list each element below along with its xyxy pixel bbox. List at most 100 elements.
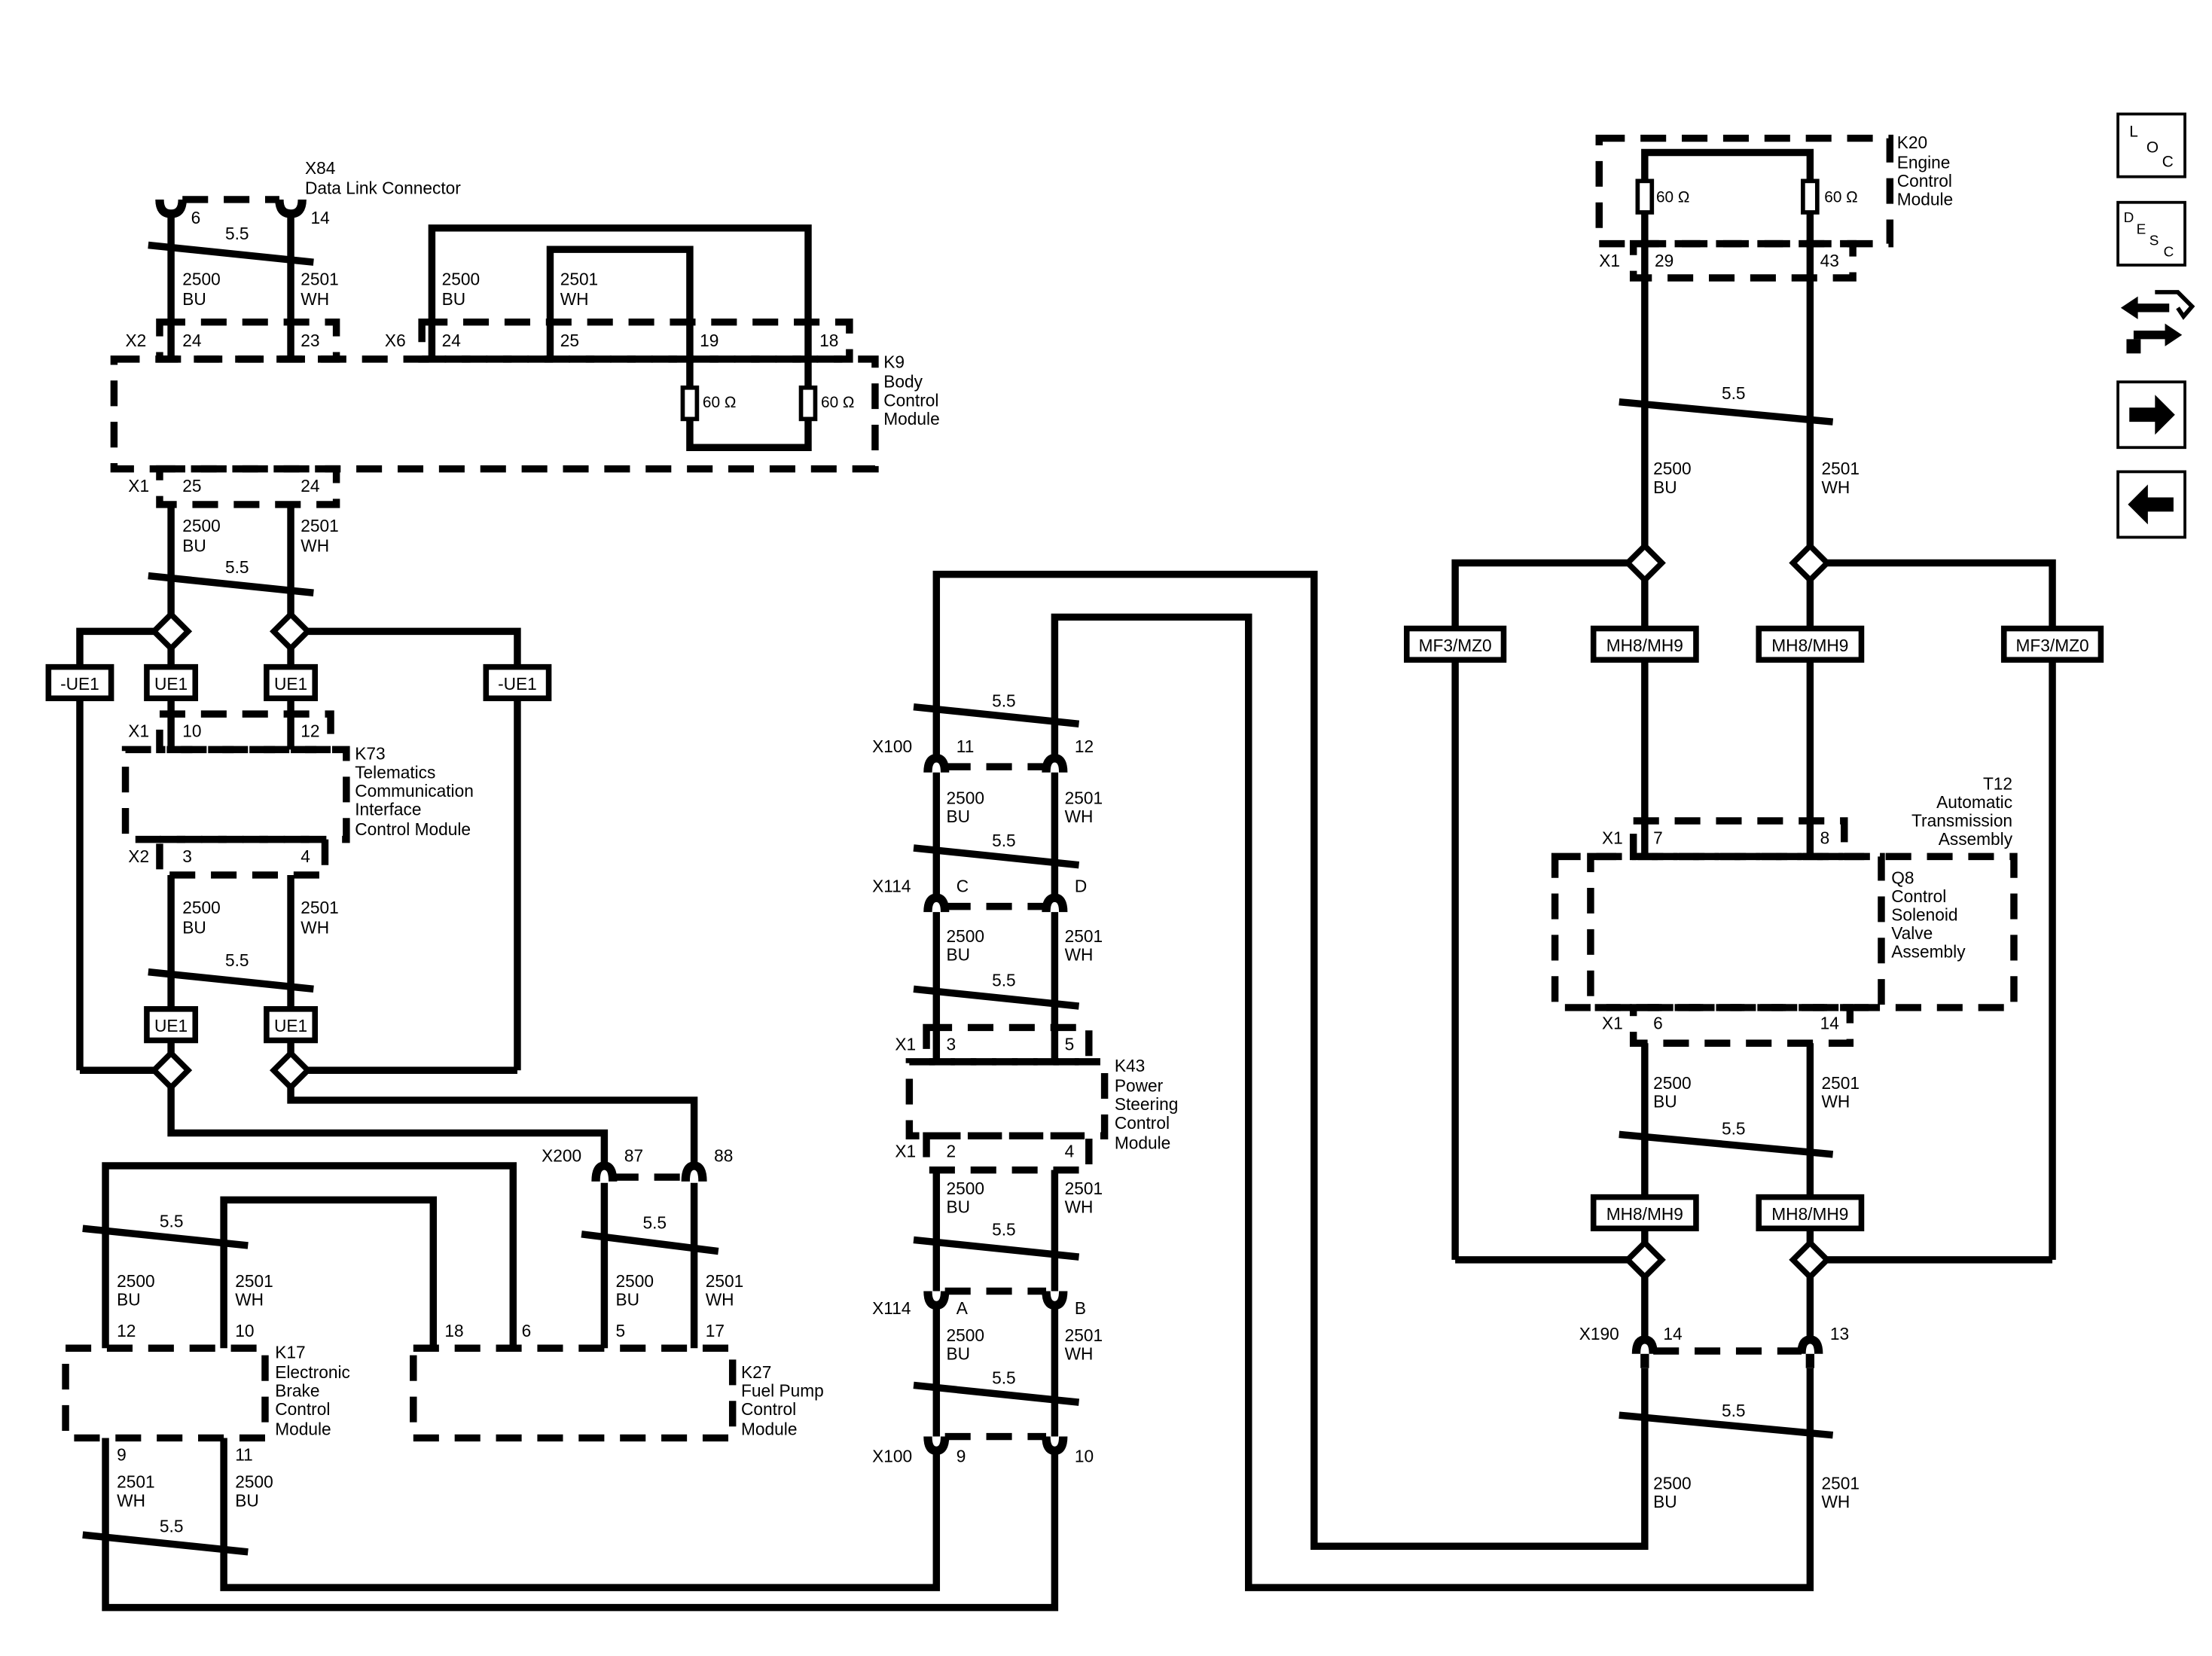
splice-diamond bbox=[1623, 541, 1666, 584]
module-id: K43 bbox=[1115, 1056, 1145, 1075]
twist-label: 5.5 bbox=[992, 1368, 1016, 1388]
connector-id: X2 bbox=[126, 331, 147, 350]
wire-color: BU bbox=[1653, 1091, 1677, 1111]
wire-color: WH bbox=[301, 918, 329, 938]
x6-connector-outline bbox=[418, 318, 853, 363]
pin-label: 11 bbox=[235, 1445, 253, 1465]
twist-label: 5.5 bbox=[225, 557, 249, 577]
wire-color: WH bbox=[1065, 807, 1094, 826]
nav-panel: L O C D E S C bbox=[2116, 112, 2195, 539]
wire-color: WH bbox=[117, 1490, 145, 1510]
wire bbox=[167, 1087, 609, 1166]
k9-body-control-module: X2 24 23 X6 24 25 19 18 60 Ω 60 Ω 2500 B… bbox=[110, 224, 940, 616]
connector-socket bbox=[923, 754, 950, 773]
wire bbox=[686, 419, 812, 451]
wire bbox=[1641, 148, 1814, 181]
module-id: K9 bbox=[883, 352, 905, 371]
circuit-number: 2500 bbox=[616, 1271, 654, 1291]
option-tag: MH8/MH9 bbox=[1771, 636, 1848, 655]
x200-connector: X200 87 88 5.5 2500 BU 2501 WH bbox=[542, 1145, 743, 1349]
resistor bbox=[1635, 178, 1655, 215]
splice-diamond bbox=[1623, 1238, 1666, 1281]
k73-telematics-module: X1 10 12 K73 Telematics Communication In… bbox=[121, 710, 474, 1009]
pin-label: D bbox=[1075, 877, 1087, 896]
circuit-number: 2500 bbox=[1653, 1474, 1691, 1493]
pin-label: 29 bbox=[1655, 251, 1673, 270]
wire-color: BU bbox=[947, 1197, 971, 1216]
module-name-line: Control bbox=[1891, 886, 1946, 906]
t12-transmission-assembly: T12 Automatic Transmission Assembly X1 7… bbox=[1551, 773, 2018, 1197]
wire-color: BU bbox=[235, 1490, 259, 1510]
circuit-number: 2501 bbox=[301, 516, 338, 535]
twist-mark bbox=[913, 844, 1080, 869]
connector-id: X100 bbox=[872, 1447, 912, 1466]
pin-label: 14 bbox=[1820, 1013, 1839, 1032]
twist-label: 5.5 bbox=[992, 1220, 1016, 1240]
module-name-line: Transmission bbox=[1911, 811, 2012, 831]
wire-color: BU bbox=[442, 289, 466, 309]
twist-mark bbox=[148, 968, 314, 993]
resistor bbox=[1801, 178, 1820, 215]
loc-button[interactable]: L O C bbox=[2116, 112, 2186, 178]
pin-label: 18 bbox=[444, 1321, 463, 1340]
resistor-value: 60 Ω bbox=[1824, 189, 1857, 206]
connector-view-button[interactable] bbox=[2117, 284, 2195, 360]
connector-socket bbox=[923, 1436, 950, 1456]
k17-module-outline bbox=[62, 1344, 269, 1442]
twist-label: 5.5 bbox=[992, 691, 1016, 711]
connector-id: X100 bbox=[872, 737, 912, 756]
module-name-line: Power bbox=[1115, 1076, 1164, 1096]
k43-module-outline bbox=[905, 1058, 1109, 1139]
splice-diamond bbox=[150, 610, 193, 653]
twist-label: 5.5 bbox=[160, 1516, 184, 1536]
circuit-number: 2500 bbox=[117, 1271, 154, 1291]
connector-socket bbox=[155, 199, 187, 218]
previous-page-button[interactable] bbox=[2116, 470, 2186, 539]
pin-label: 6 bbox=[191, 208, 201, 227]
pin-label: 17 bbox=[706, 1321, 725, 1340]
next-page-button[interactable] bbox=[2116, 380, 2186, 450]
pin-label: 9 bbox=[956, 1447, 966, 1466]
circuit-number: 2500 bbox=[182, 269, 220, 288]
module-name-line: Assembly bbox=[1891, 942, 1966, 962]
circuit-number: 2500 bbox=[1653, 459, 1691, 478]
wire-color: WH bbox=[1821, 1492, 1850, 1511]
pin-label: B bbox=[1075, 1298, 1086, 1318]
module-id: K27 bbox=[741, 1362, 771, 1382]
connector-socket bbox=[1042, 1436, 1068, 1456]
pin-label: 7 bbox=[1653, 828, 1663, 847]
option-tag: -UE1 bbox=[60, 674, 99, 694]
twist-label: 5.5 bbox=[642, 1212, 667, 1232]
x84-data-link-connector: X84 Data Link Connector 6 14 5.5 2500 BU… bbox=[148, 158, 461, 359]
wire-color: BU bbox=[1653, 477, 1677, 497]
option-tag: MH8/MH9 bbox=[1606, 1204, 1683, 1224]
connector-id: X1 bbox=[128, 721, 149, 740]
pin-label: 14 bbox=[311, 208, 330, 227]
twist-mark bbox=[1619, 1130, 1834, 1158]
wire-color: BU bbox=[947, 807, 971, 826]
connector-id: X1 bbox=[1599, 251, 1620, 270]
desc-button[interactable]: D E S C bbox=[2116, 200, 2186, 267]
module-name-line: Steering bbox=[1115, 1094, 1179, 1114]
twist-label: 5.5 bbox=[1722, 1401, 1746, 1420]
connector-id: X6 bbox=[385, 331, 406, 350]
center-harness: 5.5 X100 11 12 2500 BU 2501 WH 5.5 X114 … bbox=[872, 570, 1814, 1591]
pin-label: 4 bbox=[1065, 1142, 1075, 1161]
circuit-number: 2501 bbox=[1065, 1179, 1103, 1198]
pin-label: A bbox=[956, 1298, 969, 1318]
twist-label: 5.5 bbox=[225, 224, 249, 243]
connector-socket bbox=[1797, 1335, 1823, 1354]
circuit-number: 2500 bbox=[947, 1179, 984, 1198]
desc-letter: C bbox=[2164, 245, 2174, 261]
twist-mark bbox=[581, 1231, 719, 1255]
module-name-line: Electronic bbox=[275, 1362, 350, 1382]
twist-label: 5.5 bbox=[1722, 1118, 1746, 1138]
wire-color: WH bbox=[706, 1289, 734, 1309]
wire bbox=[546, 246, 694, 388]
splice-diamond bbox=[269, 610, 313, 653]
pin-label: 12 bbox=[117, 1321, 136, 1340]
circuit-number: 2500 bbox=[1653, 1073, 1691, 1093]
circuit-number: 2500 bbox=[182, 898, 220, 917]
wire-color: BU bbox=[616, 1289, 640, 1309]
option-tag: UE1 bbox=[154, 674, 188, 694]
